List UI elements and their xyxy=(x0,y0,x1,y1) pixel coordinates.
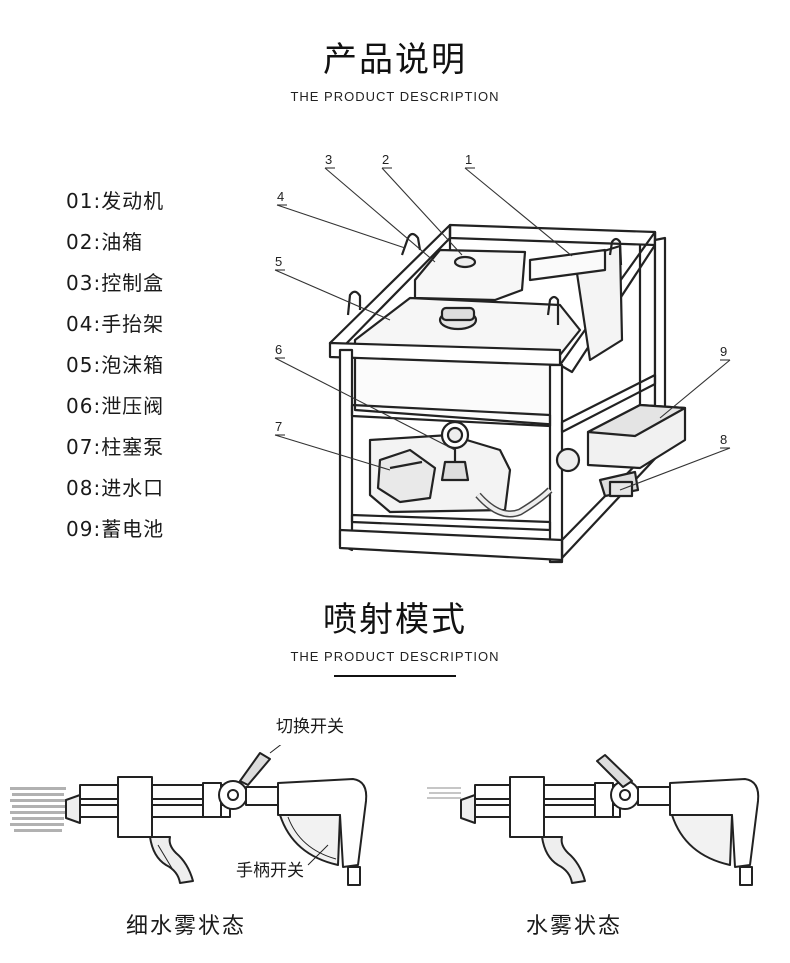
callout-number-7: 7 xyxy=(275,419,282,434)
part-item-engine: 01:发动机 xyxy=(66,189,165,213)
section-subtitle-spray: THE PRODUCT DESCRIPTION xyxy=(290,649,500,664)
fine-mist-spray xyxy=(10,787,66,832)
callout-number-1: 1 xyxy=(465,152,472,167)
part-item-carry-frame: 04:手抬架 xyxy=(66,312,165,336)
callout-number-9: 9 xyxy=(720,344,727,359)
part-item-battery: 09:蓄电池 xyxy=(66,517,165,541)
callout-number-3: 3 xyxy=(325,152,332,167)
section-title-product: 产品说明 xyxy=(323,40,467,80)
section-divider xyxy=(334,675,456,677)
part-item-relief-valve: 06:泄压阀 xyxy=(66,394,165,418)
parts-legend: 01:发动机 02:油箱 03:控制盒 04:手抬架 05:泡沫箱 06:泄压阀… xyxy=(66,186,164,555)
part-item-foam-tank: 05:泡沫箱 xyxy=(66,353,165,377)
callout-switch: 切换开关 xyxy=(276,717,344,737)
callout-number-6: 6 xyxy=(275,342,282,357)
callout-number-5: 5 xyxy=(275,254,282,269)
part-item-plunger-pump: 07:柱塞泵 xyxy=(66,435,165,459)
part-item-fuel-tank: 02:油箱 xyxy=(66,230,144,254)
part-item-control-box: 03:控制盒 xyxy=(66,271,165,295)
part-item-water-inlet: 08:进水口 xyxy=(66,476,165,500)
machine-diagram: 1 2 3 4 5 6 7 8 9 xyxy=(274,152,731,564)
water-mist-spray xyxy=(427,787,461,799)
callout-number-8: 8 xyxy=(720,432,727,447)
caption-water-mist: 水雾状态 xyxy=(526,914,623,939)
caption-fine-mist: 细水雾状态 xyxy=(126,914,247,939)
section-subtitle-product: THE PRODUCT DESCRIPTION xyxy=(290,89,500,104)
spray-gun-fine-mist xyxy=(10,745,368,886)
callout-number-2: 2 xyxy=(382,152,389,167)
callout-number-4: 4 xyxy=(277,189,284,204)
spray-gun-water-mist xyxy=(427,754,760,886)
section-title-spray: 喷射模式 xyxy=(323,600,467,640)
callout-handle: 手柄开关 xyxy=(236,861,304,881)
